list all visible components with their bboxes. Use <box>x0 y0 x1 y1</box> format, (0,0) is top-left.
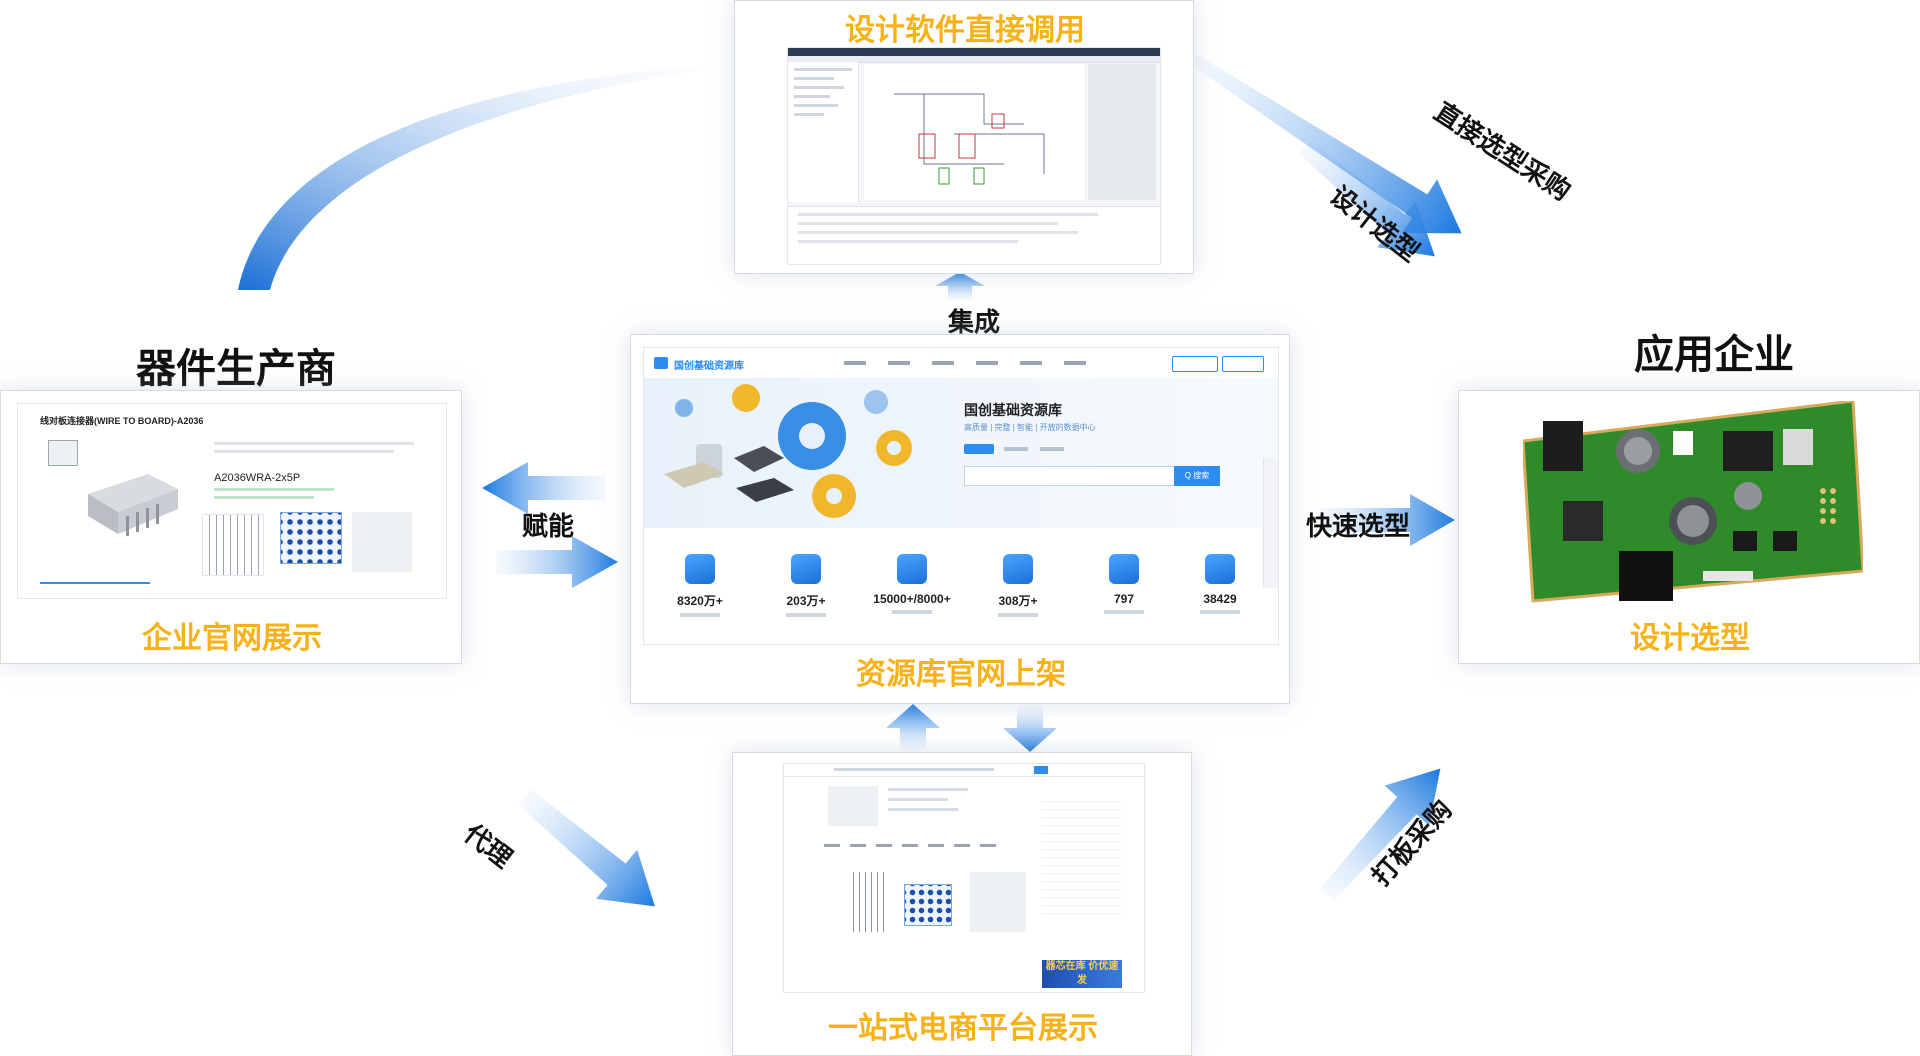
resource-library-screenshot: 国创基础资源库 国创基础资源库 高质量 | <box>643 347 1279 645</box>
resource-library-card: 国创基础资源库 国创基础资源库 高质量 | <box>630 334 1290 704</box>
stat-3-icon <box>897 554 927 584</box>
arrow-library-down <box>1003 706 1057 752</box>
gears-illustration <box>664 384 912 518</box>
arc-arrow-manufacturer-to-software <box>238 66 705 290</box>
ecommerce-card: 器芯在库 价优速发 一站式电商平台展示 <box>732 752 1192 1056</box>
stat-2-icon <box>791 554 821 584</box>
stat-5: 797 <box>1074 554 1174 614</box>
promo-banner[interactable]: 器芯在库 价优速发 <box>1042 960 1122 988</box>
stat-3: 15000+/8000+ <box>862 554 962 614</box>
label-quick-selection: 快速选型 <box>1306 512 1411 542</box>
enterprise-site-screenshot: 线对板连接器(WIRE TO BOARD)-A2036 A2036WRA-2x5… <box>17 403 447 599</box>
search-button[interactable]: Q 搜索 <box>1174 466 1220 486</box>
arrow-empower-left <box>482 462 606 514</box>
caption-ecommerce: 一站式电商平台展示 <box>828 1011 1098 1046</box>
ecommerce-screenshot: 器芯在库 价优速发 <box>783 763 1145 993</box>
heading-manufacturer: 器件生产商 <box>136 346 336 392</box>
arrow-ecommerce-up <box>886 704 940 750</box>
stat-1: 8320万+ <box>650 554 750 617</box>
stat-1-icon <box>685 554 715 584</box>
arrow-direct-procurement <box>1189 54 1462 234</box>
product-title: 线对板连接器(WIRE TO BOARD)-A2036 <box>40 416 204 426</box>
caption-design-software: 设计软件直接调用 <box>845 13 1085 48</box>
arrow-agent <box>518 789 655 907</box>
connector-image <box>88 474 178 536</box>
login-button[interactable] <box>1172 356 1218 372</box>
part-number: A2036WRA-2x5P <box>214 472 301 484</box>
label-empower: 赋能 <box>522 512 575 542</box>
stat-5-icon <box>1109 554 1139 584</box>
register-button[interactable] <box>1222 356 1264 372</box>
side-toolbar[interactable] <box>1263 458 1278 588</box>
arrow-empower-right <box>496 536 618 588</box>
pcb-image <box>1523 401 1863 603</box>
caption-resource-library: 资源库官网上架 <box>856 657 1066 692</box>
label-integration: 集成 <box>948 308 1001 338</box>
arrow-integration-up <box>935 272 985 300</box>
stat-6: 38429 <box>1170 554 1270 614</box>
caption-enterprise-site: 企业官网展示 <box>142 621 322 656</box>
design-software-card: 设计软件直接调用 <box>734 0 1194 274</box>
eda-software-screenshot <box>787 47 1161 265</box>
brand-name: 国创基础资源库 <box>674 361 744 372</box>
heading-app-enterprise: 应用企业 <box>1634 332 1794 378</box>
search-input[interactable] <box>964 466 1176 486</box>
arrow-proto-procurement <box>1319 768 1441 901</box>
stat-6-icon <box>1205 554 1235 584</box>
arrow-design-selection <box>1298 140 1435 257</box>
hero-title: 国创基础资源库 <box>964 402 1062 418</box>
design-selection-card: 设计选型 <box>1458 390 1920 664</box>
caption-design-selection: 设计选型 <box>1630 621 1750 656</box>
stat-4-icon <box>1003 554 1033 584</box>
hero-subtitle: 高质量 | 完整 | 智能 | 开放的数据中心 <box>964 423 1096 432</box>
enterprise-site-card: 线对板连接器(WIRE TO BOARD)-A2036 A2036WRA-2x5… <box>0 390 462 664</box>
arrow-quick-selection <box>1320 494 1455 546</box>
stat-2: 203万+ <box>756 554 856 617</box>
stat-4: 308万+ <box>968 554 1068 617</box>
